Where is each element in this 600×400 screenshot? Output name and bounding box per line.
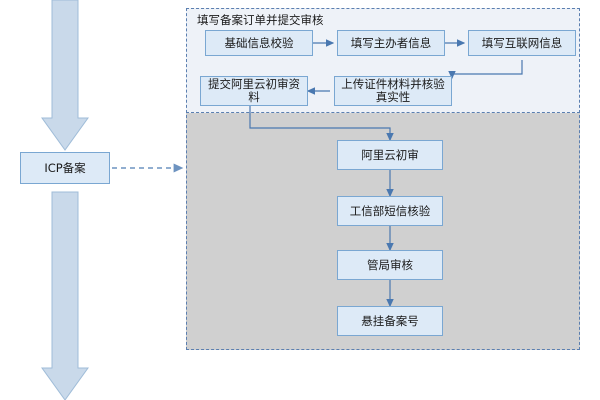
node-basic-info-check[interactable]: 基础信息校验 <box>205 30 313 56</box>
node-miit-sms-verify[interactable]: 工信部短信核验 <box>337 196 443 226</box>
big-arrow-top <box>41 0 89 151</box>
connector-top3-to-upload <box>448 60 523 80</box>
node-fill-internet-info[interactable]: 填写互联网信息 <box>468 30 576 56</box>
node-icp-filing[interactable]: ICP备案 <box>20 152 110 184</box>
big-arrow-bottom <box>41 191 89 400</box>
node-bureau-review[interactable]: 管局审核 <box>337 250 443 280</box>
connector-submit-to-aliyun <box>249 106 394 142</box>
node-display-filing-number[interactable]: 悬挂备案号 <box>337 306 443 336</box>
node-upload-certificate-verify[interactable]: 上传证件材料并核验真实性 <box>334 76 452 106</box>
node-aliyun-first-review[interactable]: 阿里云初审 <box>337 140 443 170</box>
submit-order-group-title: 填写备案订单并提交审核 <box>197 13 324 27</box>
node-submit-aliyun-materials[interactable]: 提交阿里云初审资料 <box>200 76 308 106</box>
node-fill-sponsor-info[interactable]: 填写主办者信息 <box>337 30 445 56</box>
